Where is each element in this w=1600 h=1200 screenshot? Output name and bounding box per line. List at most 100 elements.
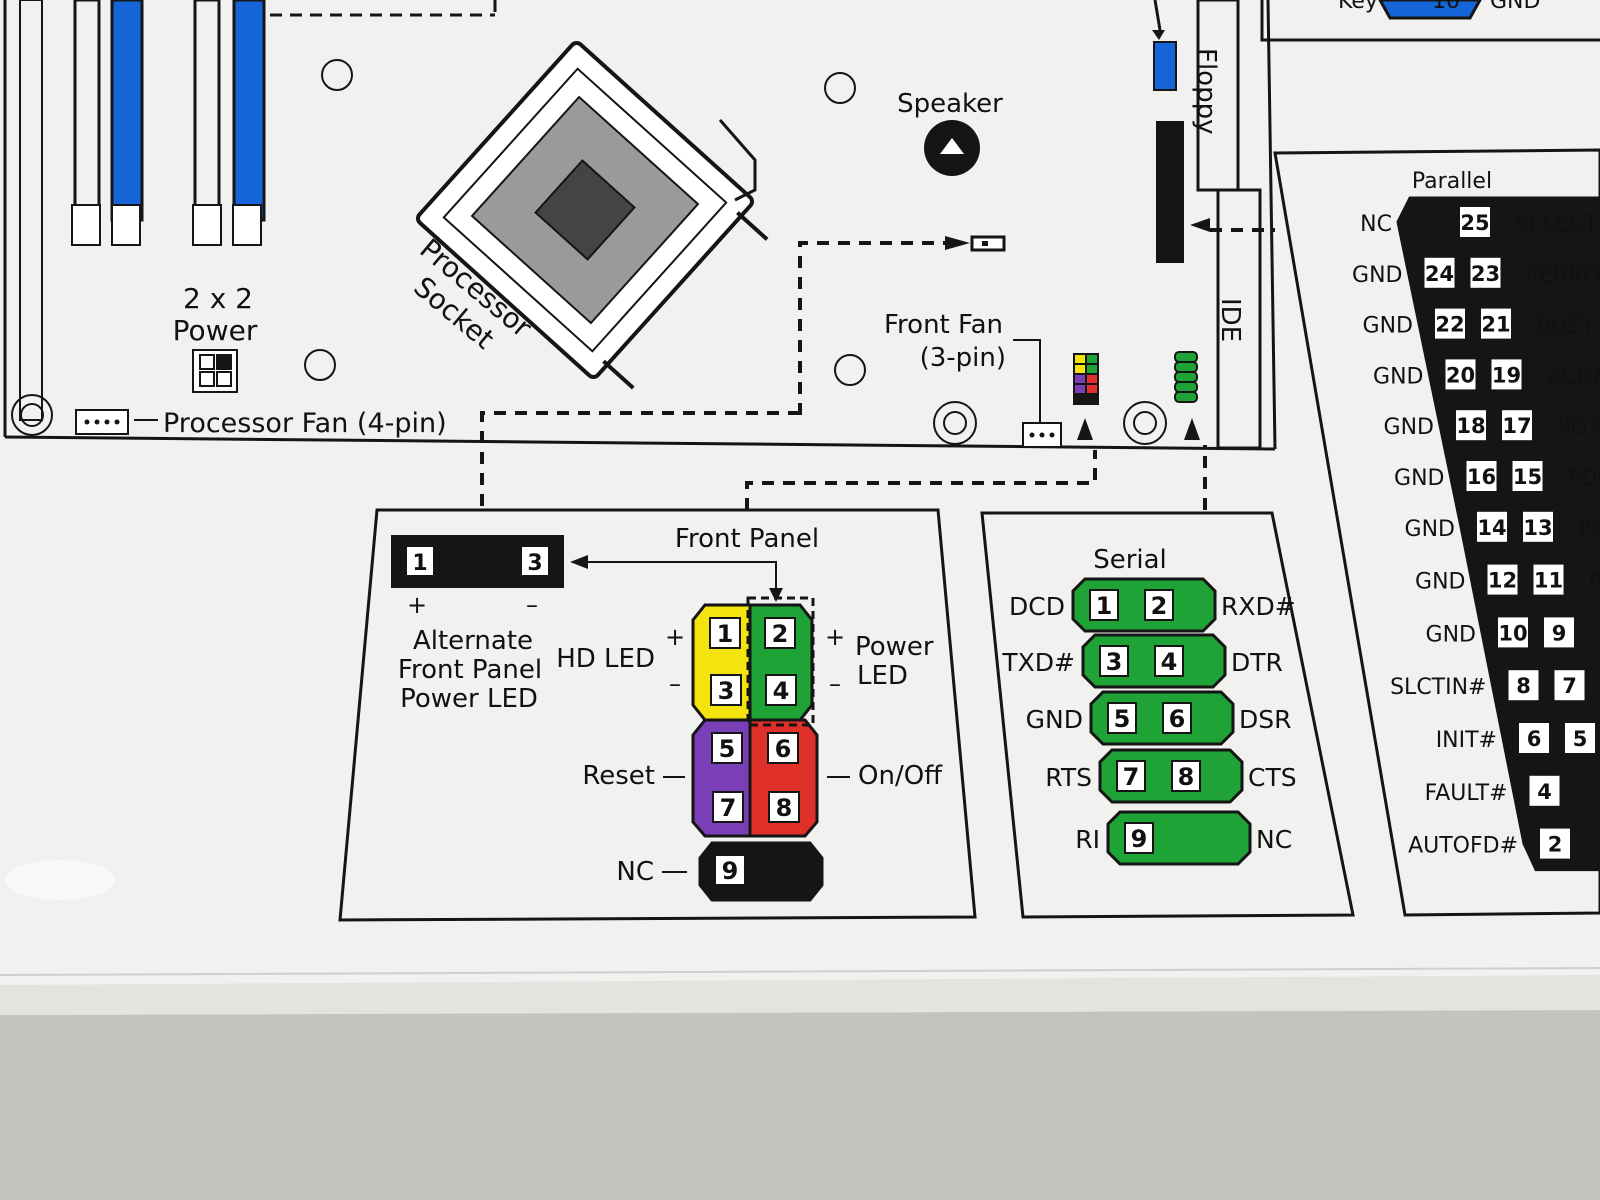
parallel-pin-even: 4 bbox=[1537, 780, 1552, 804]
parallel-pin-box bbox=[1491, 359, 1522, 390]
parallel-pin-even: 8 bbox=[1516, 674, 1531, 698]
parallel-pin-odd: 11 bbox=[1534, 569, 1563, 593]
parallel-box bbox=[1273, 148, 1600, 917]
gnd-top-label: GND bbox=[1490, 0, 1540, 14]
serial-pin-odd: 1 bbox=[1096, 592, 1113, 620]
serial-pin-box bbox=[1116, 760, 1146, 792]
serial-signal-left: DCD bbox=[1009, 592, 1065, 621]
on-off-label: On/Off bbox=[858, 761, 943, 791]
parallel-pin-box bbox=[1565, 723, 1595, 753]
parallel-signal-left: FAULT# bbox=[1425, 781, 1508, 806]
parallel-signal-left: GND bbox=[1394, 466, 1444, 491]
power-connector-label-2: Power bbox=[173, 314, 258, 347]
serial-pin-even: 8 bbox=[1178, 763, 1195, 791]
alt-label-2: Front Panel bbox=[398, 655, 542, 685]
parallel-title: Parallel bbox=[1412, 169, 1492, 194]
parallel-pin-box bbox=[1529, 775, 1560, 806]
fp-pin-1: 1 bbox=[717, 620, 734, 648]
serial-title: Serial bbox=[1093, 545, 1167, 575]
serial-pin-even: 2 bbox=[1151, 592, 1168, 620]
parallel-signal-right: PD bbox=[1578, 517, 1600, 542]
speaker-icon bbox=[924, 120, 980, 176]
parallel-pin-box bbox=[1481, 308, 1511, 339]
serial-signal-right: DTR bbox=[1231, 648, 1283, 677]
serial-signal-left: RTS bbox=[1045, 763, 1092, 792]
serial-pin-box bbox=[1089, 589, 1119, 621]
memory-slots bbox=[19, 0, 266, 421]
parallel-pin-box bbox=[1519, 723, 1549, 753]
parallel-signal-right: ACK# bbox=[1547, 364, 1600, 389]
serial-pin-box bbox=[1107, 702, 1137, 734]
parallel-pin-even: 24 bbox=[1425, 262, 1454, 286]
front-fan-label-1: Front Fan bbox=[884, 310, 1003, 340]
sheet-edge bbox=[0, 975, 1600, 1015]
serial-pin-even: 6 bbox=[1169, 705, 1186, 733]
parallel-pin-box bbox=[1533, 564, 1564, 595]
parallel-pin-box bbox=[1424, 257, 1455, 288]
alt-pin-1: 1 bbox=[412, 551, 427, 576]
serial-box bbox=[980, 511, 1355, 919]
serial-pin-box bbox=[1099, 645, 1129, 677]
serial-signal-right: CTS bbox=[1248, 763, 1297, 792]
parallel-pin-box bbox=[1466, 461, 1497, 491]
parallel-pin-box bbox=[1470, 257, 1501, 288]
parallel-signal-left: GND bbox=[1426, 622, 1476, 647]
parallel-signal-left: GND bbox=[1405, 517, 1455, 542]
alt-plus-label: + bbox=[407, 591, 427, 619]
parallel-pin-odd: 17 bbox=[1502, 414, 1531, 438]
connector-leader-lines bbox=[480, 228, 1275, 510]
parallel-signal-left: GND bbox=[1363, 314, 1413, 339]
front-fan-label-2: (3-pin) bbox=[920, 343, 1006, 373]
drive-connectors bbox=[1152, 0, 1262, 450]
front-panel-title: Front Panel bbox=[675, 524, 819, 554]
parallel-pin-box bbox=[1445, 359, 1476, 390]
parallel-pin-even: 22 bbox=[1435, 313, 1464, 337]
alt-pin-3: 3 bbox=[527, 551, 542, 576]
parallel-pin-box bbox=[1512, 461, 1543, 491]
nc-label: NC bbox=[616, 857, 654, 887]
key-pin-label: 10 bbox=[1432, 0, 1460, 14]
serial-pin-even: 4 bbox=[1161, 648, 1178, 676]
parallel-pin-odd: 23 bbox=[1471, 262, 1500, 286]
alt-label-1: Alternate bbox=[413, 626, 533, 656]
reset-label: Reset bbox=[582, 761, 655, 791]
parallel-signal-left: AUTOFD# bbox=[1408, 834, 1518, 859]
parallel-pin-odd: 15 bbox=[1513, 465, 1542, 489]
parallel-pin-odd: 13 bbox=[1523, 516, 1552, 540]
parallel-signal-left: GND bbox=[1373, 364, 1423, 389]
fp-pin-2: 2 bbox=[772, 620, 789, 648]
parallel-pin-box bbox=[1460, 207, 1490, 237]
parallel-pin-box bbox=[1544, 617, 1574, 648]
parallel-pin-even: 6 bbox=[1527, 727, 1542, 751]
serial-signal-left: TXD# bbox=[1001, 648, 1075, 677]
board-outline bbox=[3, 0, 1277, 451]
hd-led-plus: + bbox=[665, 623, 685, 651]
parallel-pin-box bbox=[1508, 670, 1539, 701]
serial-signal-left: GND bbox=[1026, 705, 1083, 734]
parallel-signal-left: SLCTIN# bbox=[1390, 675, 1486, 700]
parallel-pin-even: 14 bbox=[1477, 516, 1506, 540]
mounting-holes bbox=[11, 59, 1167, 445]
parallel-signal-left: GND bbox=[1352, 263, 1402, 288]
fp-pin-8: 8 bbox=[776, 794, 793, 822]
serial-pin-box bbox=[1144, 589, 1174, 621]
parallel-pin-box bbox=[1502, 410, 1532, 441]
parallel-pin-box bbox=[1435, 308, 1465, 339]
ide-label: IDE bbox=[1215, 298, 1245, 342]
serial-pin-odd: 7 bbox=[1123, 763, 1140, 791]
alt-label-3: Power LED bbox=[400, 684, 538, 714]
front-panel-header-icon bbox=[1073, 353, 1099, 405]
parallel-signal-left: INIT# bbox=[1436, 728, 1497, 753]
serial-pin-odd: 5 bbox=[1114, 705, 1131, 733]
serial-signal-right: NC bbox=[1256, 825, 1292, 854]
front-panel-pins: 1 2 3 4 5 6 7 8 9 bbox=[709, 617, 800, 886]
parallel-signal-right: PD7 bbox=[1557, 415, 1600, 440]
fp-pin-9: 9 bbox=[722, 857, 739, 885]
fp-pin-7: 7 bbox=[720, 794, 737, 822]
parallel-pin-even: 12 bbox=[1488, 569, 1517, 593]
fp-pin-3: 3 bbox=[718, 677, 735, 705]
